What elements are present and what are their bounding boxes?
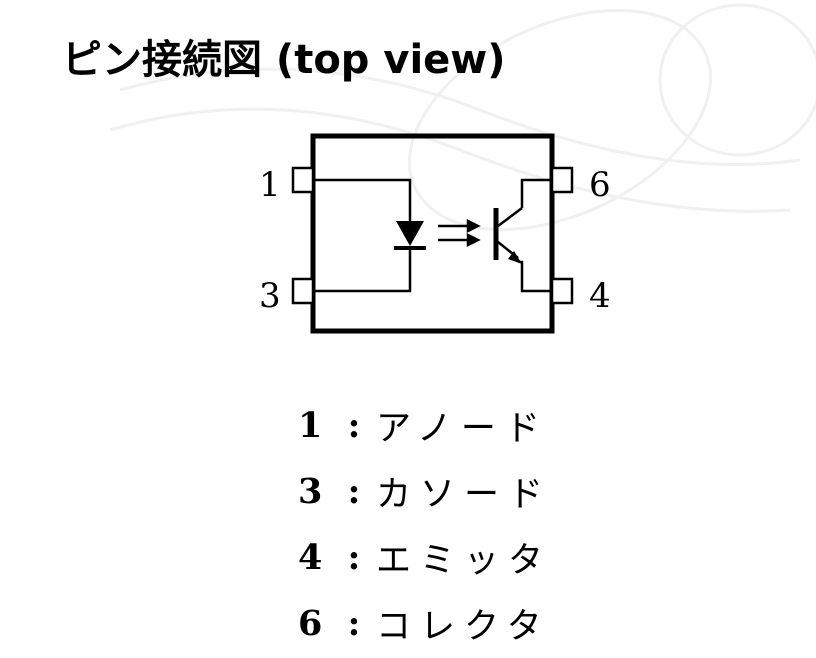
legend-pin-name: カソード [376, 474, 553, 515]
led-diode-icon [394, 221, 426, 250]
pin-4-number: 4 [589, 276, 611, 316]
legend-pin-name: アノード [376, 408, 549, 449]
legend-row-pin-4: 4 : エミッタ [298, 524, 638, 590]
legend-pin-number: 6 [298, 602, 323, 644]
phototransistor-icon [493, 178, 552, 293]
pin-6-number: 6 [589, 165, 611, 205]
legend-pin-name: コレクタ [376, 606, 551, 647]
page-title: ピン接続図 (top view) [62, 37, 506, 83]
pin-1-tab [291, 166, 315, 194]
legend-separator: : [347, 602, 361, 644]
legend-pin-number: 1 [298, 404, 323, 446]
package-outline [310, 133, 555, 334]
legend-pin-number: 3 [298, 470, 323, 512]
legend-pin-name: エミッタ [376, 540, 553, 581]
legend-separator: : [347, 536, 361, 578]
legend-separator: : [347, 404, 361, 446]
legend-row-pin-3: 3 : カソード [298, 458, 638, 524]
led-wiring [313, 178, 412, 293]
legend-row-pin-1: 1 : アノード [298, 392, 638, 458]
legend-pin-number: 4 [298, 536, 323, 578]
pin-legend: 1 : アノード 3 : カソード 4 : エミッタ 6 : コレクタ [298, 392, 638, 656]
pin-3-tab [291, 277, 315, 305]
light-arrows-icon [438, 218, 481, 248]
pin-6-tab [550, 166, 574, 194]
pin-3-number: 3 [259, 276, 281, 316]
legend-separator: : [347, 470, 361, 512]
legend-row-pin-6: 6 : コレクタ [298, 590, 638, 656]
pin-4-tab [550, 277, 574, 305]
pin-1-number: 1 [259, 165, 281, 205]
